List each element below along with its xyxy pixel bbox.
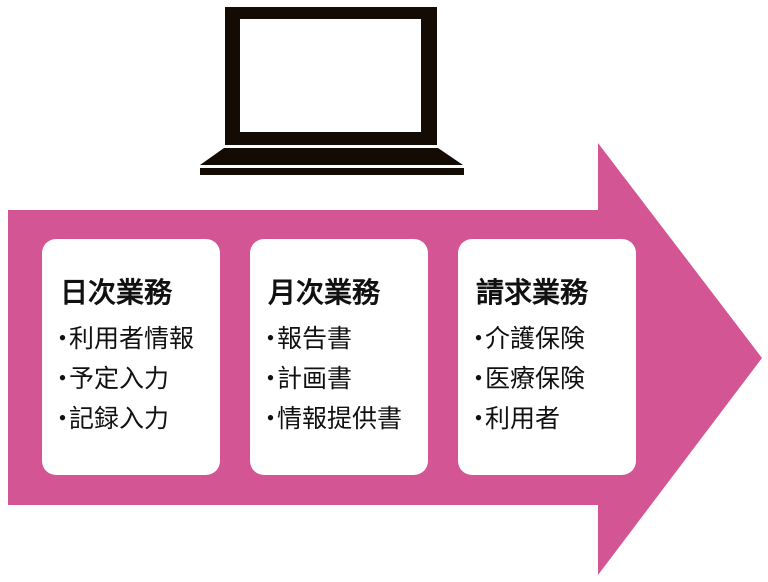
stage-title: 請求業務 [476,276,589,309]
laptop-icon [200,7,464,175]
stage-item: 利用者 [474,399,636,439]
stage-item: 介護保険 [474,319,636,359]
stage-title: 日次業務 [60,276,173,309]
stage-card-monthly: 月次業務 報告書 計画書 情報提供書 [250,239,428,475]
stage-card-daily: 日次業務 利用者情報 予定入力 記録入力 [42,239,220,475]
stage-item: 計画書 [266,359,428,399]
stage-card-billing: 請求業務 介護保険 医療保険 利用者 [458,239,636,475]
stage-item: 予定入力 [58,359,220,399]
stage-item: 医療保険 [474,359,636,399]
stage-item: 利用者情報 [58,319,220,359]
stage-item: 情報提供書 [266,399,428,439]
stage-item: 記録入力 [58,399,220,439]
stage-item: 報告書 [266,319,428,359]
stage-title: 月次業務 [268,276,381,309]
